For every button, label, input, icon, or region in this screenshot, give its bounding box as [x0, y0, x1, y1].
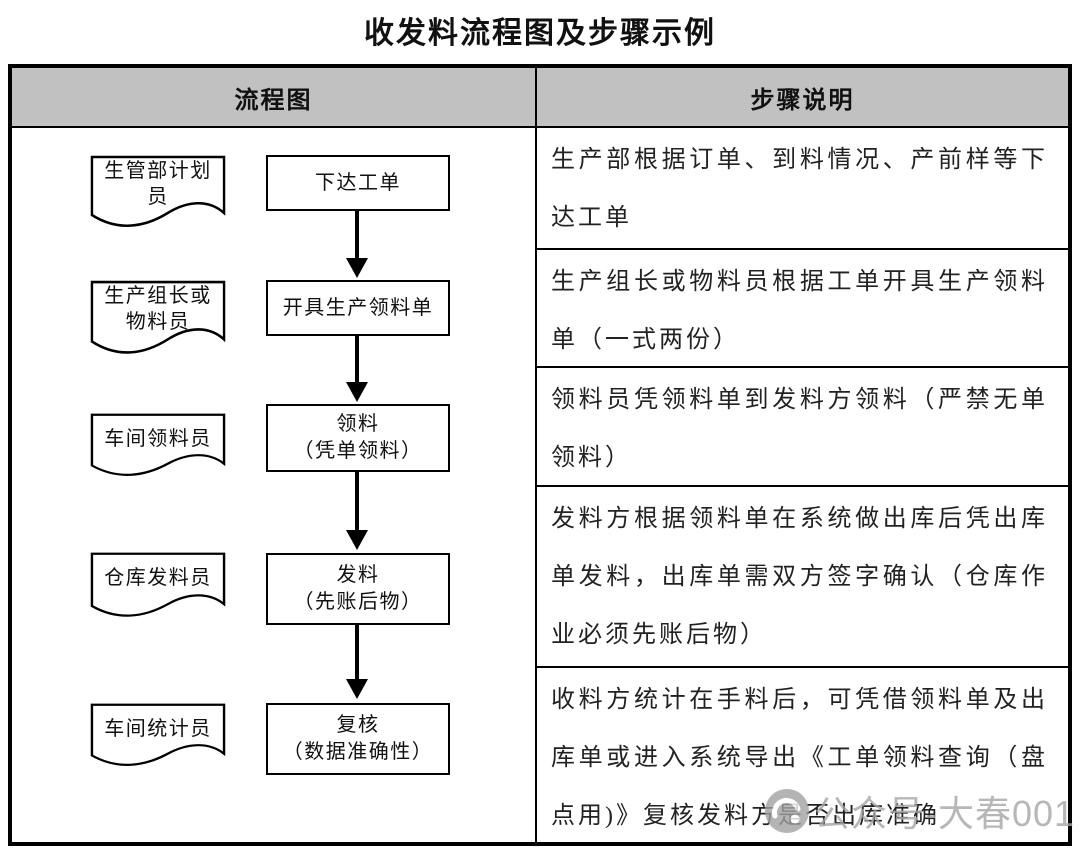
step-description-3: 领料员凭领料单到发料方领料（严禁无单领料）	[537, 368, 1068, 487]
flow-arrow-down-3	[345, 472, 369, 550]
document-shape-icon	[90, 413, 226, 476]
document-shape-icon	[90, 552, 226, 617]
document-shape-role-1: 生管部计划员	[90, 155, 226, 235]
process-label-line2: （先账后物）	[293, 591, 423, 613]
step-description-1: 生产部根据订单、到料情况、产前样等下达工单	[537, 128, 1068, 250]
role-label: 生管部计划员	[104, 159, 212, 208]
process-box-5: 复核 （数据准确性）	[266, 703, 450, 775]
page-title: 收发料流程图及步骤示例	[364, 17, 716, 50]
document-shape-role-4: 仓库发料员	[90, 552, 226, 624]
role-label: 生产组长或物料员	[104, 285, 212, 334]
flow-table: 流程图 步骤说明 生管部计划员 下达工单	[8, 64, 1072, 846]
step-description-4: 发料方根据领料单在系统做出库后凭出库单发料，出库单需双方签字确认（仓库作业必须先…	[537, 487, 1068, 668]
process-box-2: 开具生产领料单	[266, 280, 450, 336]
process-box-4: 发料 （先账后物）	[266, 553, 450, 625]
process-box-3: 领料 （凭单领料）	[266, 404, 450, 472]
flowchart-cell: 生管部计划员 下达工单 生产组长或物料员 开具生产领料单	[12, 128, 537, 842]
process-label: 开具生产领料单	[282, 296, 434, 319]
document-shape-role-5: 车间统计员	[90, 703, 226, 773]
step-description-2: 生产组长或物料员根据工单开具生产领料单（一式两份）	[537, 250, 1068, 368]
document-shape-icon	[90, 280, 226, 354]
process-label: 领料	[336, 413, 380, 435]
header-cell-flowchart: 流程图	[12, 68, 537, 126]
table-header-row: 流程图 步骤说明	[12, 68, 1068, 128]
process-label-line2: （凭单领料）	[293, 440, 423, 462]
role-label: 车间统计员	[104, 717, 212, 740]
process-label-line2: （数据准确性）	[282, 741, 434, 763]
header-cell-steps: 步骤说明	[750, 87, 855, 114]
document-shape-role-3: 车间领料员	[90, 413, 226, 483]
step-description-5: 收料方统计在手料后，可凭借领料单及出库单或进入系统导出《工单领料查询（盘点用)》…	[551, 687, 1048, 829]
flow-arrow-down-1	[345, 210, 369, 278]
document-shape-role-2: 生产组长或物料员	[90, 280, 226, 362]
step-descriptions-column: 生产部根据订单、到料情况、产前样等下达工单 生产组长或物料员根据工单开具生产领料…	[537, 128, 1068, 842]
process-label: 复核	[336, 714, 380, 736]
document-shape-icon	[90, 155, 226, 227]
process-box-1: 下达工单	[266, 155, 450, 211]
flow-arrow-down-4	[345, 625, 369, 699]
document-shape-icon	[90, 703, 226, 766]
table-body: 生管部计划员 下达工单 生产组长或物料员 开具生产领料单	[12, 128, 1068, 842]
flow-arrow-down-2	[345, 336, 369, 402]
role-label: 仓库发料员	[104, 567, 212, 590]
process-label: 下达工单	[315, 171, 401, 194]
process-label: 发料	[336, 564, 380, 586]
role-label: 车间领料员	[104, 427, 212, 450]
